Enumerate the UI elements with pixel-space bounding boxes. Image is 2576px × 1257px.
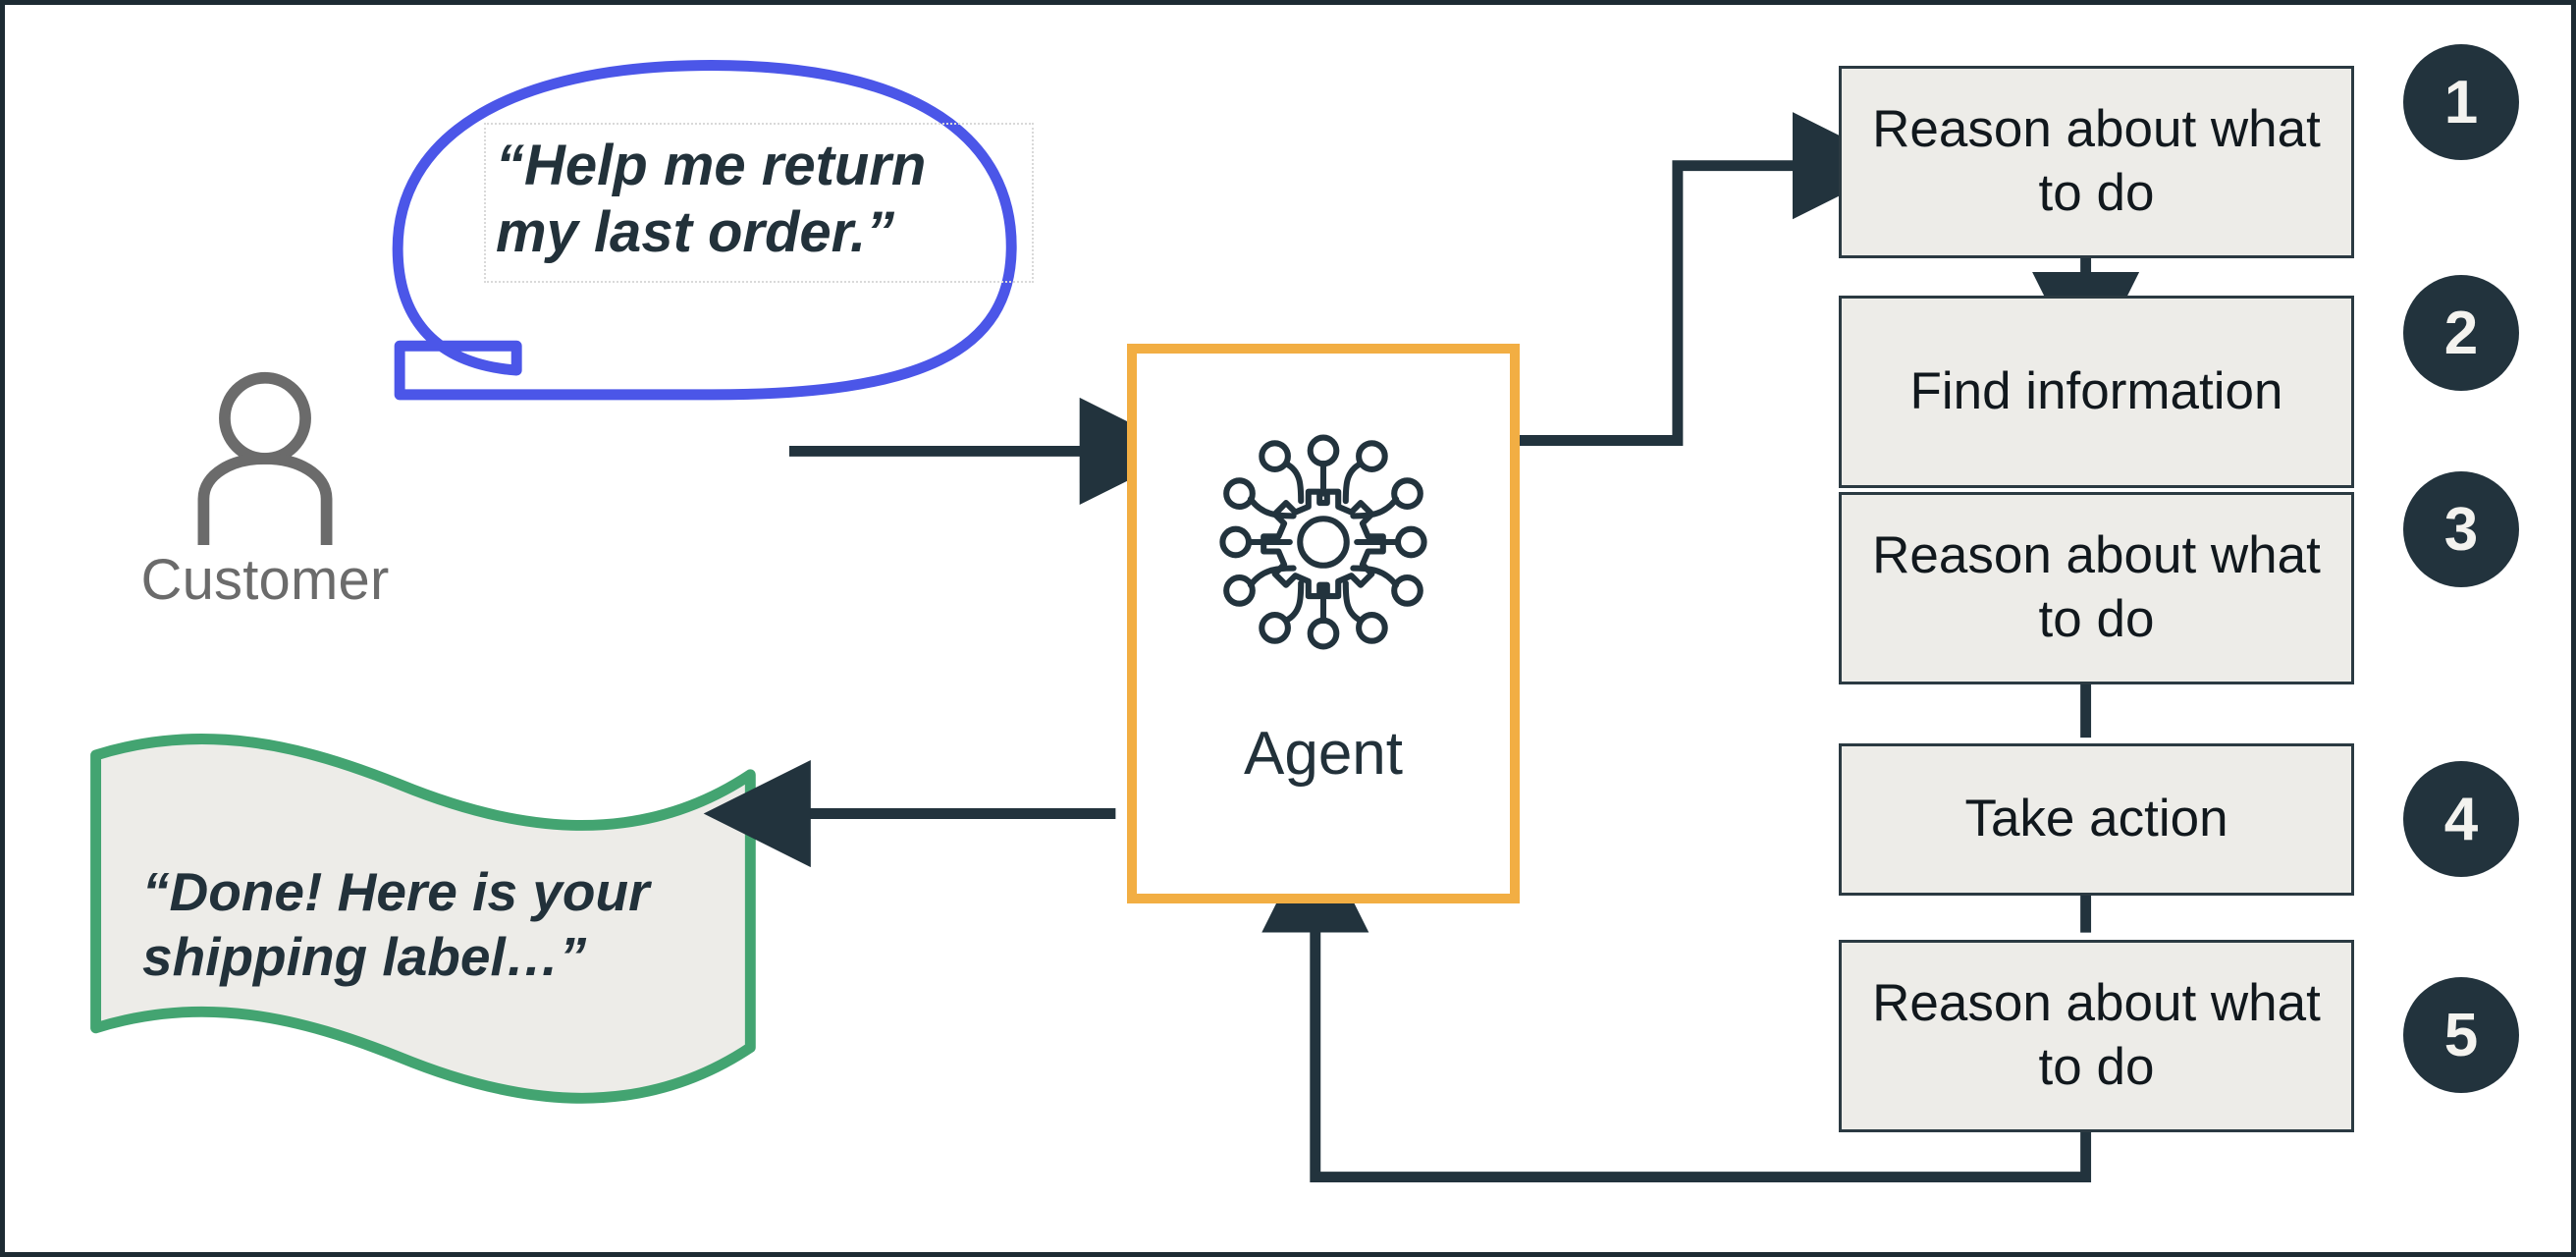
agent-to-step1-connector [1513,112,1901,446]
step-badge-1: 1 [2403,44,2519,160]
ai-gear-network-icon [1219,434,1427,650]
agent-response-text: “Done! Here is your shipping label…” [142,861,650,987]
step-box-4[interactable]: Take action [1839,743,2354,896]
step-box-5[interactable]: Reason about what to do [1839,940,2354,1132]
customer-group: Customer [123,368,407,613]
step-box-1[interactable]: Reason about what to do [1839,66,2354,258]
customer-label: Customer [140,548,390,612]
person-icon [197,371,333,545]
step-badge-5: 5 [2403,977,2519,1093]
agent-box[interactable]: Agent [1127,344,1520,903]
step-box-3[interactable]: Reason about what to do [1839,492,2354,684]
agent-label: Agent [1243,720,1404,788]
step-badge-2: 2 [2403,275,2519,391]
step-box-2[interactable]: Find information [1839,296,2354,488]
customer-request-text: “Help me return my last order.” [484,123,1034,283]
step-badge-3: 3 [2403,471,2519,587]
step-badge-4: 4 [2403,761,2519,877]
